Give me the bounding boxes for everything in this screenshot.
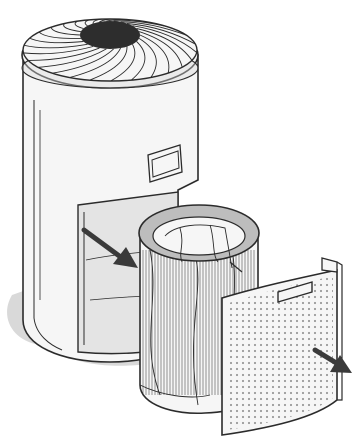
fan-center-cap	[80, 21, 140, 49]
